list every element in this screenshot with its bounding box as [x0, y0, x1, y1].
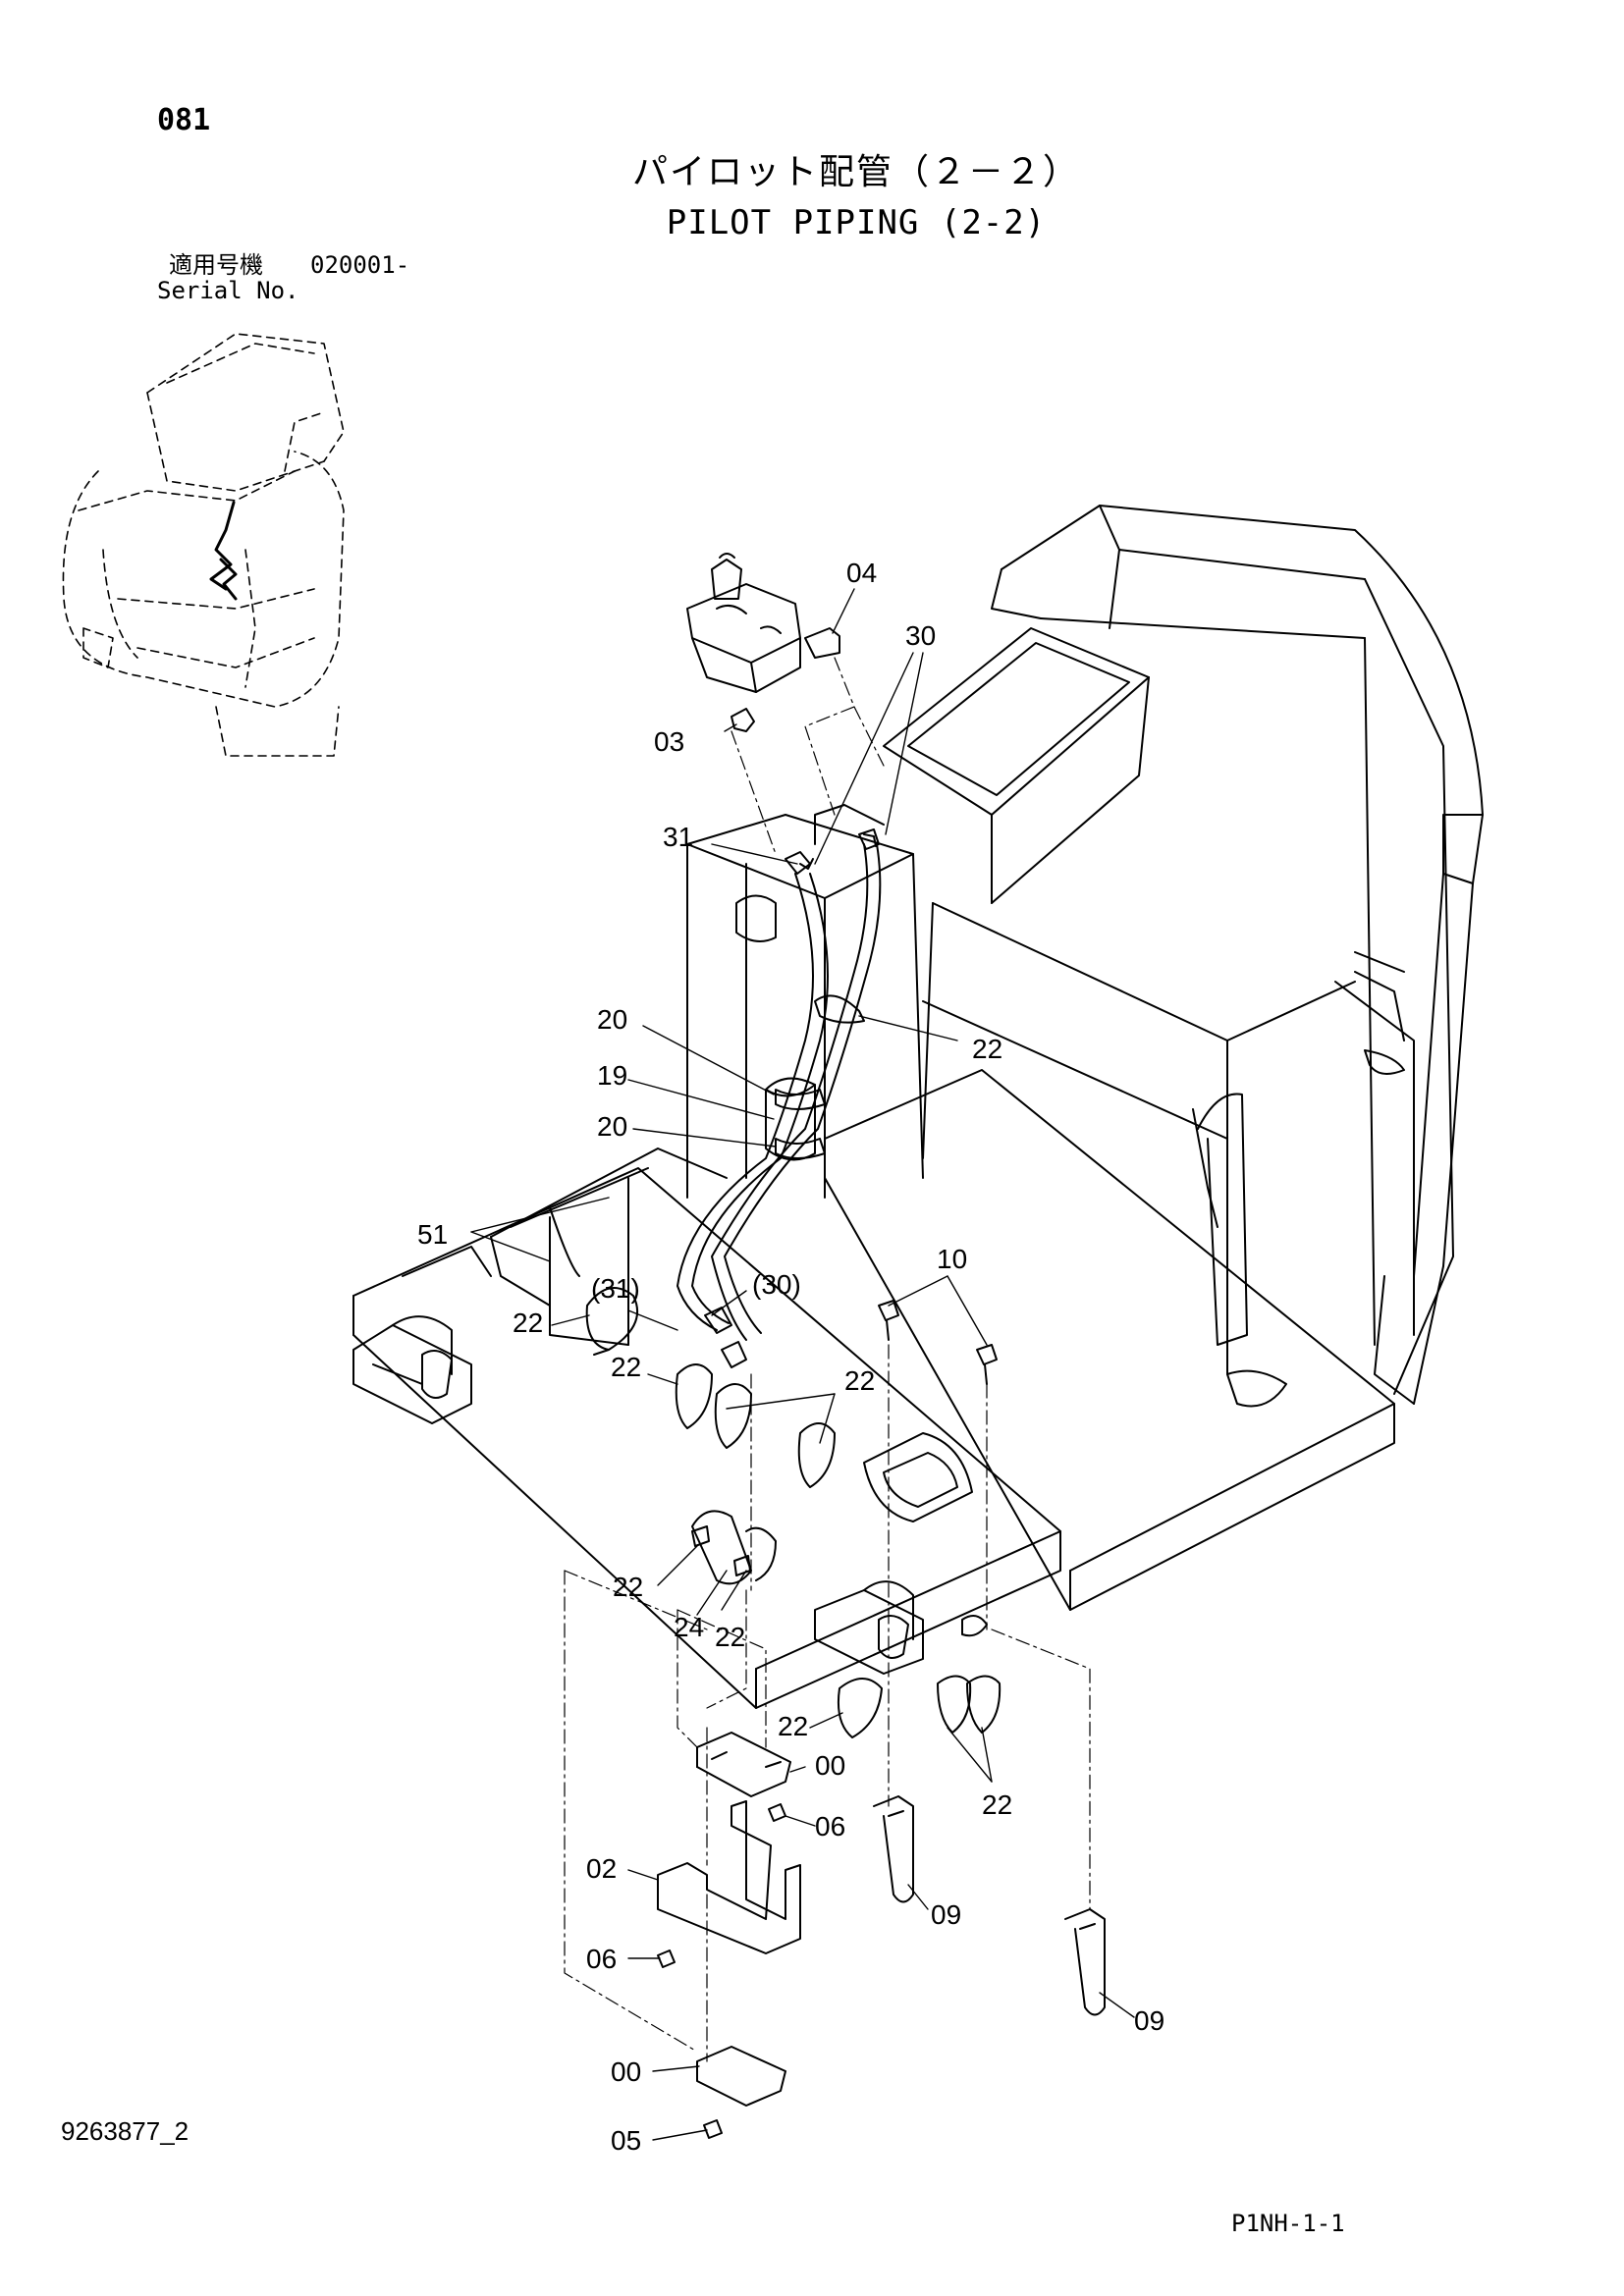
callout-02: 02: [586, 1853, 617, 1884]
callout-06-lower: 06: [586, 1944, 617, 1974]
bolt-10-right: [976, 1344, 998, 1385]
callout-05: 05: [611, 2125, 641, 2156]
hose-protector-sleeve: [765, 1077, 816, 1161]
pilot-hose-pair: [677, 833, 882, 1341]
page-number: 081: [157, 103, 211, 137]
callout-31-reference: (31): [591, 1273, 640, 1304]
callout-leader-lines: [470, 588, 1135, 2141]
frame-floor-plate: [824, 1069, 1395, 1611]
inset-machine-outline: [62, 333, 345, 757]
callout-22-tie-right: 22: [844, 1365, 875, 1396]
callout-22-hose-clamp: 22: [972, 1034, 1002, 1064]
callout-06-upper: 06: [815, 1811, 845, 1842]
serial-number-value: 020001-: [310, 251, 410, 279]
frame-left-upper-plate: [490, 1148, 728, 1307]
frame-right-panel: [1334, 578, 1454, 1395]
frame-console-box: [883, 627, 1150, 904]
controller-unit-lower: [696, 2046, 786, 2107]
bolt-05: [703, 2119, 723, 2139]
bolt-06-lower: [657, 1949, 676, 1968]
mounting-bracket-02: [657, 1800, 801, 1954]
callout-22-clamp-right: 22: [715, 1622, 745, 1652]
hose-bottom-fittings: [704, 1307, 747, 1368]
controller-unit-upper: [696, 1732, 791, 1797]
serial-label-japanese: 適用号機: [169, 251, 263, 279]
callout-51: 51: [417, 1219, 448, 1250]
frame-inner-compartment: [922, 902, 1356, 1375]
document-code: 9263877_2: [61, 2116, 189, 2146]
callout-00-upper: 00: [815, 1750, 845, 1781]
frame-left-column: [686, 804, 924, 1199]
callout-03: 03: [654, 726, 684, 757]
bolt-06-upper: [768, 1803, 786, 1822]
callout-09-right: 09: [1134, 2005, 1164, 2036]
callout-19: 19: [597, 1060, 627, 1091]
pilot-valve: [686, 553, 801, 693]
callout-31: 31: [663, 822, 693, 852]
hook-bracket-09-right: [1064, 1908, 1106, 2016]
sheet-code: P1NH-1-1: [1231, 2210, 1345, 2237]
hose-top-fittings: [785, 828, 880, 875]
callout-00-lower: 00: [611, 2056, 641, 2087]
hose-clamp-band-upper: [814, 994, 865, 1024]
callout-22-clamp-left: 22: [613, 1572, 643, 1602]
callout-22-tie-left: 22: [513, 1308, 543, 1338]
cable-tie-group: [585, 1287, 1001, 1738]
sleeve-band-upper: [775, 1089, 826, 1110]
callout-22-tie-middle: 22: [611, 1352, 641, 1382]
frame-right-mount: [814, 1580, 988, 1675]
assembly-center-lines: [564, 657, 1091, 2062]
callout-09-left: 09: [931, 1899, 961, 1930]
frame-left-mount: [352, 1315, 472, 1424]
callout-22-tie-pair: 22: [982, 1789, 1012, 1820]
bolt-10-left: [878, 1300, 899, 1341]
frame-front-cross-beam: [352, 1167, 1061, 1709]
page-title-english: PILOT PIPING (2-2): [666, 203, 1047, 242]
callout-20-upper: 20: [597, 1004, 627, 1035]
sleeve-band-lower: [775, 1138, 826, 1159]
clamp-24: [691, 1510, 777, 1585]
callout-22-tie-lower: 22: [778, 1711, 808, 1741]
elbow-fitting: [804, 627, 840, 659]
callout-30: 30: [905, 620, 936, 651]
callout-24: 24: [674, 1612, 704, 1642]
callout-30-reference: (30): [752, 1269, 801, 1300]
inset-location-marker: [209, 501, 238, 601]
page-title-japanese: パイロット配管（２－２）: [631, 152, 1080, 192]
callout-10: 10: [937, 1244, 967, 1274]
serial-label-english: Serial No.: [157, 277, 299, 304]
frame-back-wall: [991, 505, 1484, 1405]
callout-20-lower: 20: [597, 1111, 627, 1142]
straight-fitting: [731, 708, 755, 732]
callout-04: 04: [846, 558, 877, 588]
hook-bracket-09-left: [873, 1795, 914, 1903]
